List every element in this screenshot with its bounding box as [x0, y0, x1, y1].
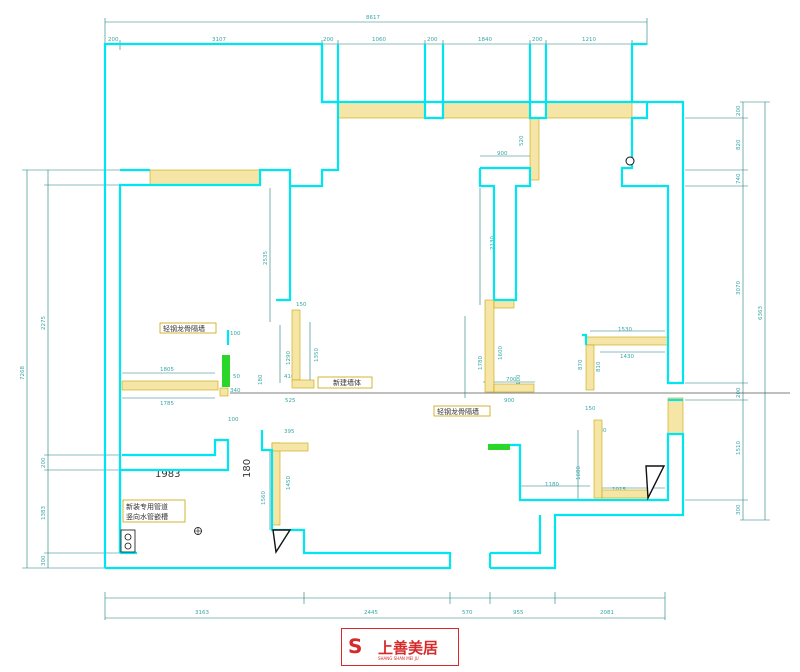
dim-bottom: 2081: [600, 610, 614, 616]
dim-right: 3070: [736, 281, 742, 295]
pipe-note: 竖向水管嵌槽: [126, 512, 168, 521]
new-walls: [121, 101, 684, 526]
dim-inner: 180: [258, 374, 264, 385]
dim-inner: 1680: [576, 466, 582, 480]
dim-left-total: 7268: [20, 366, 26, 380]
dim-bottom: 570: [462, 610, 473, 616]
dimension-lines: [22, 18, 790, 620]
dim-right: 200: [736, 387, 742, 398]
dim-left: 300: [41, 555, 47, 566]
dim-inner: 1600: [498, 346, 504, 360]
partition: [271, 442, 281, 526]
dim-top: 200: [108, 37, 119, 43]
partition: [271, 442, 309, 452]
dim-right: 820: [736, 139, 742, 150]
window-sill: [337, 101, 426, 119]
dim-top: 200: [532, 37, 543, 43]
dim-bottom: 3163: [195, 610, 209, 616]
dim-right: 300: [736, 504, 742, 515]
dim-inner: 1530: [618, 327, 632, 333]
brand-logo: ꓢ 上善美居 SHANG SHAN MEI JU: [341, 628, 459, 666]
dim-inner: 100: [516, 374, 522, 385]
dim-inner: 2535: [263, 251, 269, 265]
dim-inner: 870: [578, 359, 584, 370]
dim-top: 3107: [212, 37, 226, 43]
dim-inner: 395: [284, 429, 295, 435]
walls: [103, 42, 685, 570]
dim-inner: 1450: [286, 476, 292, 490]
light-steel-label: 轻钢龙骨隔墙: [437, 407, 479, 416]
dim-inner: 900: [504, 398, 515, 404]
dim-right-total: 6363: [758, 306, 764, 320]
dim-inner: 1430: [620, 354, 634, 360]
window-sill: [667, 397, 684, 435]
dim-inner: 1785: [160, 401, 174, 407]
dim-top: 200: [323, 37, 334, 43]
dim-inner: 700: [506, 377, 517, 383]
dim-right: 200: [736, 105, 742, 116]
dim-inner: 810: [596, 361, 602, 372]
window-sill: [545, 101, 633, 119]
brand-mark-icon: ꓢ: [348, 634, 362, 658]
dim-inner: 410: [284, 374, 295, 380]
partition: [291, 309, 301, 381]
new-wall-label: 新建墙体: [333, 378, 361, 387]
drain-icon: [625, 156, 635, 166]
light-steel-label: 轻钢龙骨隔墙: [163, 324, 205, 333]
dim-inner: 50: [233, 374, 240, 380]
annotations: 轻钢龙骨隔墙 轻钢龙骨隔墙 新建墙体 新装专用管道 竖向水管嵌槽: [122, 322, 491, 523]
dim-left: 1383: [41, 506, 47, 520]
partition: [121, 380, 219, 391]
dim-top: 1060: [372, 37, 386, 43]
partition: [493, 383, 535, 393]
brand-name: 上善美居: [378, 639, 439, 657]
dim-top: 200: [427, 37, 438, 43]
green-marker: [488, 444, 510, 450]
dim-inner: 1350: [314, 348, 320, 362]
pipe-fixture-icon: [120, 529, 136, 553]
dim-right: 1510: [736, 441, 742, 455]
partition: [529, 117, 540, 181]
dim-inner: 1290: [286, 351, 292, 365]
dim-inner: 150: [585, 406, 596, 412]
dim-inner: 1805: [160, 367, 174, 373]
dim-left: 2275: [41, 316, 47, 330]
dim-right: 740: [736, 173, 742, 184]
dim-top: 1840: [478, 37, 492, 43]
dim-inner: 525: [285, 398, 296, 404]
dim-inner: 520: [519, 135, 525, 146]
door-swing-icon: [272, 465, 666, 554]
partition: [493, 299, 515, 309]
dim-inner: 340: [230, 388, 241, 394]
dim-bottom: 2445: [364, 610, 378, 616]
partition: [593, 419, 603, 499]
dim-inner: 1180: [545, 482, 559, 488]
dim-large: 1983: [155, 469, 180, 480]
dim-inner: 100: [228, 417, 239, 423]
dim-large: 180: [242, 459, 253, 478]
partition: [585, 344, 595, 391]
dim-left: 200: [41, 457, 47, 468]
dim-inner: 100: [230, 331, 241, 337]
partition: [291, 379, 315, 389]
dim-top: 1210: [582, 37, 596, 43]
dim-inner: 1780: [478, 356, 484, 370]
brand-subtitle: SHANG SHAN MEI JU: [378, 656, 419, 661]
partition: [601, 489, 649, 499]
dim-inner: 900: [497, 151, 508, 157]
dim-total-width: 8617: [366, 15, 380, 21]
partition: [219, 387, 229, 397]
window-sill: [442, 101, 531, 119]
window-sill: [149, 169, 261, 186]
green-marker: [222, 355, 230, 387]
dim-inner: 150: [296, 302, 307, 308]
dim-inner: 1560: [261, 491, 267, 505]
partition: [484, 299, 495, 393]
pipe-note: 新装专用管道: [126, 502, 168, 511]
partition: [585, 336, 669, 346]
dim-bottom: 955: [513, 610, 524, 616]
